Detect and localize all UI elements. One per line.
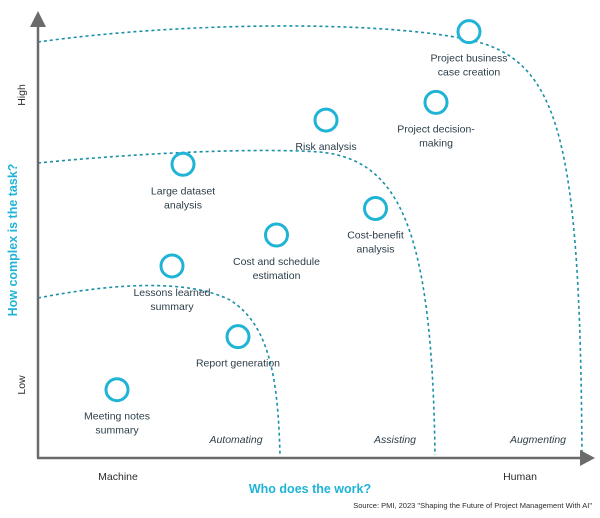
marker-project-business-case-creation <box>456 19 482 45</box>
label-line: Lessons learned <box>133 287 210 299</box>
point-meeting-notes-summary: Meeting notes summary <box>84 377 150 437</box>
label-report-generation: Report generation <box>196 358 280 370</box>
label-project-business-case-creation: Project business case creation <box>430 53 507 79</box>
marker-report-generation <box>225 324 251 350</box>
marker-meeting-notes-summary <box>104 377 130 403</box>
label-line: Risk analysis <box>295 141 356 153</box>
marker-lessons-learned-summary <box>159 253 185 279</box>
zone-label-augmenting: Augmenting <box>509 434 566 446</box>
marker-cost-and-schedule-estimation <box>264 222 289 248</box>
label-large-dataset-analysis: Large dataset analysis <box>151 185 215 211</box>
y-axis-title: How complex is the task? <box>6 164 20 317</box>
x-axis-title: Who does the work? <box>249 482 371 496</box>
source-note: Source: PMI, 2023 "Shaping the Future of… <box>353 501 592 510</box>
zone-label-automating: Automating <box>208 434 262 446</box>
label-lessons-learned-summary: Lessons learned summary <box>133 287 210 313</box>
label-line: Cost-benefit <box>347 229 404 241</box>
y-axis <box>30 11 46 458</box>
point-risk-analysis: Risk analysis <box>295 107 357 153</box>
label-cost-and-schedule-estimation: Cost and schedule estimation <box>233 256 320 282</box>
label-line: Report generation <box>196 358 280 370</box>
label-line: Project business <box>430 53 507 65</box>
zone-label-assisting: Assisting <box>373 434 416 446</box>
label-line: analysis <box>357 243 395 255</box>
point-project-business-case-creation: Project business case creation <box>430 19 508 79</box>
x-tick-machine: Machine <box>98 471 138 483</box>
x-tick-human: Human <box>503 471 537 483</box>
marker-cost-benefit-analysis <box>363 195 388 221</box>
label-risk-analysis: Risk analysis <box>295 141 356 153</box>
label-project-decision-making: Project decision-making <box>397 123 475 149</box>
label-line: case creation <box>438 67 501 79</box>
marker-large-dataset-analysis <box>170 151 196 177</box>
assisting-boundary <box>37 149 436 456</box>
marker-risk-analysis <box>313 107 339 133</box>
label-line: Meeting notes <box>84 411 150 423</box>
marker-project-decision-making <box>423 89 449 115</box>
label-line: making <box>419 137 453 149</box>
x-axis-arrow-icon <box>580 450 595 466</box>
label-line: summary <box>95 425 139 437</box>
label-line: Cost and schedule <box>233 256 320 268</box>
point-project-decision-making: Project decision-making <box>397 89 475 149</box>
label-cost-benefit-analysis: Cost-benefit analysis <box>347 229 404 255</box>
y-axis-arrow-icon <box>30 11 46 27</box>
point-large-dataset-analysis: Large dataset analysis <box>151 151 215 211</box>
label-line: summary <box>150 301 194 313</box>
automating-boundary <box>37 284 281 456</box>
y-tick-high: High <box>16 84 28 106</box>
point-cost-and-schedule-estimation: Cost and schedule estimation <box>233 222 320 282</box>
x-axis <box>37 450 595 466</box>
label-line: estimation <box>253 270 301 282</box>
point-lessons-learned-summary: Lessons learned summary <box>133 253 211 313</box>
label-meeting-notes-summary: Meeting notes summary <box>84 411 150 437</box>
point-cost-benefit-analysis: Cost-benefit analysis <box>347 195 404 255</box>
label-line: Large dataset <box>151 185 215 197</box>
label-line: analysis <box>164 199 202 211</box>
point-report-generation: Report generation <box>196 324 280 370</box>
y-tick-low: Low <box>16 375 28 395</box>
label-line: Project decision- <box>397 123 475 135</box>
